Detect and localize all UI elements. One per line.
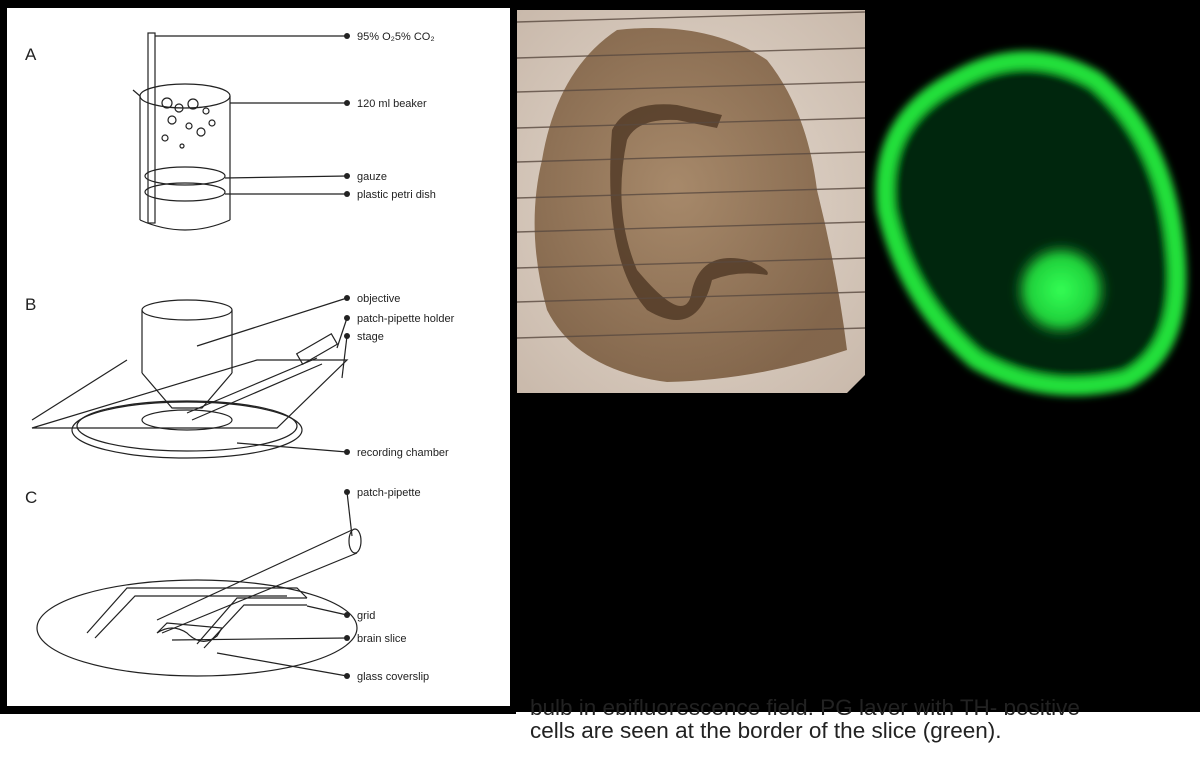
caption-line-2: cells are seen at the border of the slic… [530, 715, 1200, 746]
panel-letter-c: C [25, 488, 37, 507]
panel-letter-a: A [25, 45, 37, 64]
label-stage: stage [357, 331, 384, 343]
label-petri-dish: plastic petri dish [357, 189, 436, 201]
label-gauze: gauze [357, 171, 387, 183]
label-grid: grid [357, 610, 375, 622]
label-pipette-holder: patch-pipette holder [357, 313, 455, 325]
fluorescence-slice-photo [866, 0, 1200, 420]
recording-setup-illustration [32, 300, 347, 458]
label-gas-mixture: 95% O₂5% CO₂ [357, 31, 435, 43]
schematic-canvas: A 95% O₂5% CO₂ 120 ml beaker [7, 8, 510, 706]
label-glass-coverslip: glass coverslip [357, 671, 429, 683]
label-objective: objective [357, 293, 400, 305]
label-patch-pipette: patch-pipette [357, 487, 421, 499]
panel-letter-b: B [25, 295, 36, 314]
caption-line-1: bulb in epifluorescence field, PG layer … [530, 692, 1200, 715]
brightfield-slice-photo [517, 10, 865, 393]
label-recording-chamber: recording chamber [357, 447, 449, 459]
schematic-drawing: A 95% O₂5% CO₂ 120 ml beaker [7, 8, 510, 706]
label-brain-slice: brain slice [357, 633, 407, 645]
label-beaker: 120 ml beaker [357, 98, 427, 110]
schematic-panel: A 95% O₂5% CO₂ 120 ml beaker [0, 0, 516, 714]
slice-grid-illustration [37, 529, 361, 676]
figure-caption: bulb in epifluorescence field, PG layer … [530, 700, 1200, 754]
beaker-illustration [133, 33, 230, 230]
